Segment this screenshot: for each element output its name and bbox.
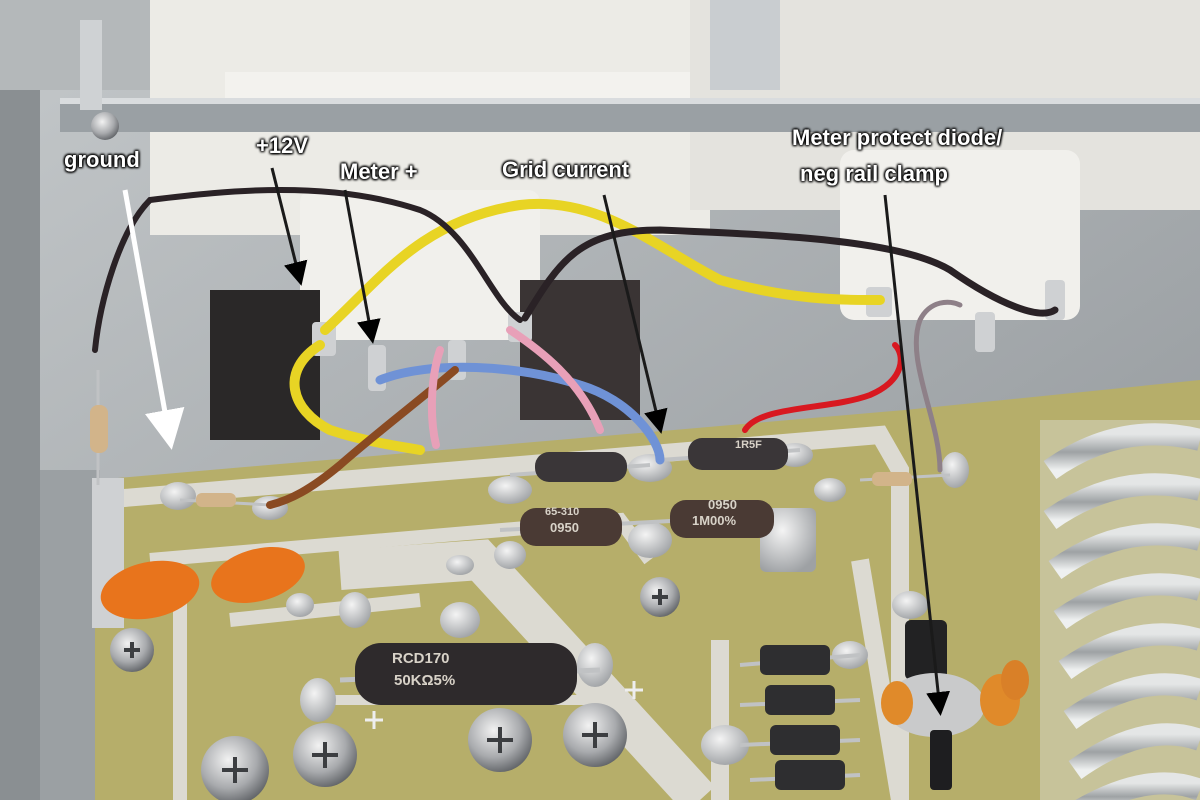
resistor-right-marking-2: 1M00%	[692, 513, 737, 528]
solder-pad-icon	[941, 452, 969, 488]
inductor-coil	[1040, 420, 1200, 800]
solder-pad-icon	[701, 725, 749, 765]
ground-arrow-icon	[122, 189, 185, 450]
wire-yellow	[289, 340, 425, 455]
resistor-body	[355, 643, 577, 705]
solder-pad-icon	[488, 476, 532, 504]
grid-current-arrow-icon	[602, 194, 668, 434]
resistor-body	[535, 452, 627, 482]
wire-black	[521, 226, 1059, 322]
solder-pad-icon	[339, 592, 371, 628]
resistor-mid-marking-1: 65-310	[545, 506, 580, 518]
wire-red	[742, 342, 904, 433]
capacitors	[100, 546, 1029, 726]
solder-pad-icon	[494, 541, 526, 569]
polarity-marks	[365, 681, 643, 729]
wire-pink	[427, 346, 444, 449]
solder-pad-icon	[577, 643, 613, 687]
wire-brown	[266, 366, 459, 509]
resistor-body	[520, 508, 622, 546]
wire-black	[92, 187, 523, 353]
bracket-bar	[60, 20, 1200, 140]
meter-plus-label: Meter +	[340, 159, 418, 184]
solder-pad-icon	[892, 591, 928, 619]
plus12v-label: +12V	[256, 133, 308, 158]
screws	[110, 577, 680, 800]
meter-protect-label-line1: Meter protect diode/	[792, 125, 1003, 150]
resistor-body	[90, 405, 108, 453]
resistor-right-marking-1: 0950	[708, 497, 737, 512]
annotation-arrows	[122, 167, 951, 716]
solder-pad-icon	[628, 522, 672, 558]
resistor-body	[670, 500, 774, 538]
solder-pad-icon	[286, 593, 314, 617]
solder-pad-icon	[814, 478, 846, 502]
resistors	[90, 370, 951, 705]
wire-pink	[506, 326, 604, 434]
resistor-large-marking-2: 50KΩ5%	[394, 672, 456, 689]
solder-pad-icon	[440, 602, 480, 638]
solder-pad-icon	[760, 508, 816, 572]
resistor-large-marking-1: RCD170	[392, 650, 450, 667]
resistor-mid-marking-2: 0950	[550, 520, 579, 535]
meter-protect-label-line2: neg rail clamp	[800, 161, 948, 186]
resistor-body	[196, 493, 236, 507]
grid-current-label: Grid current	[502, 157, 630, 182]
resistor-body	[688, 438, 788, 470]
resistor-body	[872, 472, 912, 486]
diode-arrow-icon	[883, 194, 951, 716]
meter-plus-arrow-icon	[343, 189, 381, 344]
ground-label: ground	[64, 147, 140, 172]
plus12v-arrow-icon	[270, 167, 308, 286]
resistor-top-right-marking: 1R5F	[735, 439, 762, 451]
solder-pad-icon	[300, 678, 336, 722]
solder-pad-icon	[446, 555, 474, 575]
solder-pad-icon	[160, 482, 196, 510]
wire-gray	[913, 299, 963, 473]
screw-icon	[91, 112, 119, 140]
